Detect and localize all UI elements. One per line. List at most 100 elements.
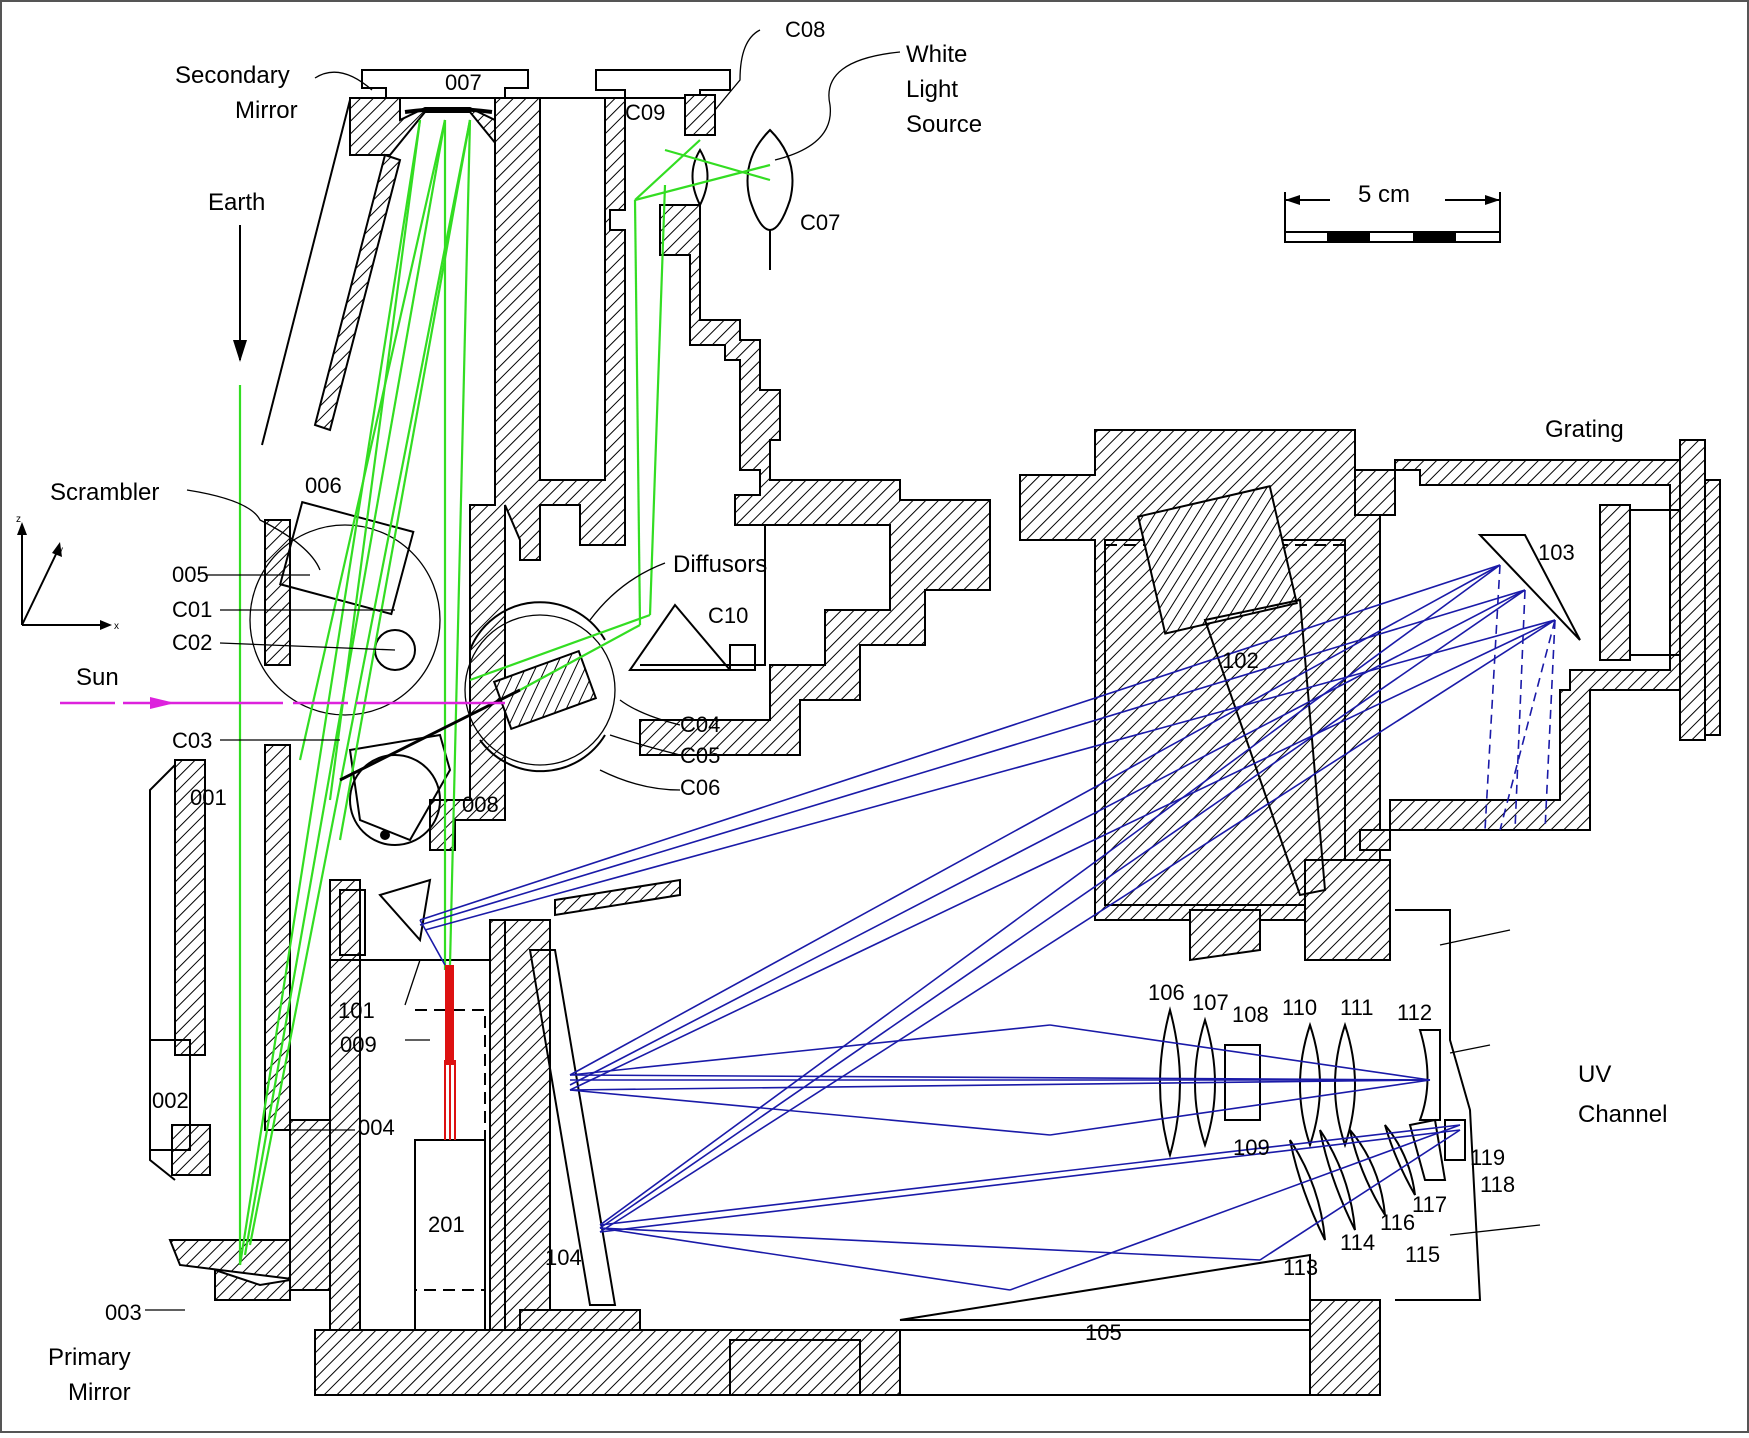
scrambler-label: Scrambler bbox=[50, 479, 159, 506]
secondary-mirror-label-line2: Mirror bbox=[235, 97, 298, 124]
part-003: 003 bbox=[105, 1300, 142, 1325]
ray-cal-2 bbox=[648, 184, 667, 616]
mirror-104-top-rail bbox=[554, 878, 681, 917]
part-114: 114 bbox=[1340, 1230, 1375, 1255]
part-101: 101 bbox=[338, 998, 375, 1023]
scrambler-wheel bbox=[249, 524, 441, 716]
part-c08: C08 bbox=[785, 17, 825, 42]
optical-elements bbox=[149, 94, 1581, 1331]
primary-mirror-label-line2: Mirror bbox=[68, 1379, 131, 1406]
earth-arrow-head bbox=[233, 340, 247, 362]
part-c10: C10 bbox=[708, 603, 748, 628]
uv-channel-label-line2: Channel bbox=[1578, 1101, 1667, 1128]
part-102: 102 bbox=[1222, 648, 1259, 673]
part-109: 109 bbox=[1233, 1135, 1270, 1160]
ray-secondary-scrambler-3 bbox=[338, 119, 472, 841]
primary-mirror-label-line1: Primary bbox=[48, 1344, 131, 1371]
diagram-labels: Secondary Mirror Earth Scrambler Sun Whi… bbox=[48, 17, 1667, 1406]
ray-cal-3 bbox=[634, 163, 771, 202]
c09-lens-housing bbox=[684, 94, 716, 136]
primary-mirror bbox=[214, 1268, 291, 1301]
ray-diffusor bbox=[519, 624, 641, 691]
part-001: 001 bbox=[190, 785, 227, 810]
detector-envelope bbox=[415, 1009, 486, 1291]
ray-primary-secondary-3 bbox=[248, 119, 472, 1246]
part-004: 004 bbox=[358, 1115, 395, 1140]
secondary-mirror bbox=[404, 107, 493, 114]
part-c01: C01 bbox=[172, 597, 212, 622]
block-002 bbox=[149, 1039, 191, 1151]
slit-101-mount bbox=[339, 889, 366, 956]
calibration-cap bbox=[595, 69, 731, 99]
secondary-mirror-label-line1: Secondary bbox=[175, 62, 290, 89]
primary-mirror-base bbox=[168, 1239, 301, 1282]
uv-channel-block bbox=[1395, 909, 1482, 1301]
part-c02: C02 bbox=[172, 630, 212, 655]
part-c09: C09 bbox=[625, 100, 665, 125]
ray-primary-secondary-1 bbox=[238, 119, 422, 1266]
tube-inner-wall bbox=[313, 153, 402, 432]
ray-cal-1 bbox=[633, 199, 642, 626]
part-007: 007 bbox=[445, 70, 482, 95]
lens-112 bbox=[1418, 1029, 1441, 1121]
scale-bar: 5 cm bbox=[1284, 181, 1501, 243]
leader-lines bbox=[145, 29, 1541, 1311]
part-117: 117 bbox=[1412, 1192, 1447, 1217]
lens-106 bbox=[1159, 1006, 1181, 1159]
grating-end-wall bbox=[1679, 439, 1706, 741]
lens-107 bbox=[1194, 1016, 1216, 1149]
diffusor-wheel bbox=[464, 614, 616, 766]
primary-mount-wall bbox=[174, 759, 206, 1056]
mirror-104 bbox=[528, 949, 617, 1306]
collimator-flange bbox=[1354, 469, 1396, 516]
mirror-105 bbox=[899, 1253, 1311, 1321]
part-104: 104 bbox=[545, 1245, 582, 1270]
spectrometer-rays bbox=[419, 564, 1556, 1291]
ray-cal-mirror bbox=[339, 688, 521, 782]
calibration-housing bbox=[639, 204, 991, 756]
part-119: 119 bbox=[1470, 1145, 1505, 1170]
sun-arrow bbox=[150, 697, 175, 709]
lens-113 bbox=[1289, 1139, 1326, 1241]
lens-111 bbox=[1334, 1021, 1356, 1149]
white-light-label-line1: White bbox=[906, 41, 967, 68]
ray-secondary-scrambler-2 bbox=[298, 119, 447, 761]
axis-y-label: y bbox=[58, 545, 63, 556]
part-c07: C07 bbox=[800, 210, 840, 235]
part-112: 112 bbox=[1397, 1000, 1432, 1025]
uv-block-top bbox=[1304, 859, 1391, 961]
central-housing bbox=[429, 97, 626, 851]
c10-stop bbox=[729, 644, 756, 671]
part-111: 111 bbox=[1340, 995, 1373, 1020]
lens-115 bbox=[1384, 1124, 1416, 1196]
diffusor-arc-lower bbox=[479, 734, 606, 773]
part-c05: C05 bbox=[680, 743, 720, 768]
detector-beam-red bbox=[445, 965, 454, 1065]
earth-label: Earth bbox=[208, 189, 265, 216]
collimator-foot bbox=[1189, 909, 1261, 962]
scrambler-wall-upper bbox=[264, 519, 291, 666]
part-103: 103 bbox=[1538, 540, 1575, 565]
part-c03: C03 bbox=[172, 728, 212, 753]
lens-110 bbox=[1299, 1021, 1321, 1149]
lens-116 bbox=[1349, 1129, 1386, 1216]
part-105: 105 bbox=[1085, 1320, 1122, 1345]
ray-cal-4 bbox=[664, 148, 771, 182]
part-c04: C04 bbox=[680, 712, 720, 737]
lens-117 bbox=[1408, 1118, 1447, 1181]
central-cavity bbox=[539, 97, 606, 481]
axis-triad: z x y bbox=[16, 514, 119, 632]
part-201: 201 bbox=[428, 1212, 465, 1237]
scale-label: 5 cm bbox=[1358, 181, 1410, 208]
diffusors-label: Diffusors bbox=[673, 551, 767, 578]
calibration-inner bbox=[640, 524, 766, 666]
calibration-mirror-wheel bbox=[349, 754, 441, 846]
ray-secondary-slit-2 bbox=[448, 119, 472, 966]
white-light-label-line3: Source bbox=[906, 111, 982, 138]
part-002: 002 bbox=[152, 1088, 189, 1113]
part-008: 008 bbox=[462, 792, 499, 817]
part-009: 009 bbox=[340, 1032, 377, 1057]
part-107: 107 bbox=[1192, 990, 1229, 1015]
